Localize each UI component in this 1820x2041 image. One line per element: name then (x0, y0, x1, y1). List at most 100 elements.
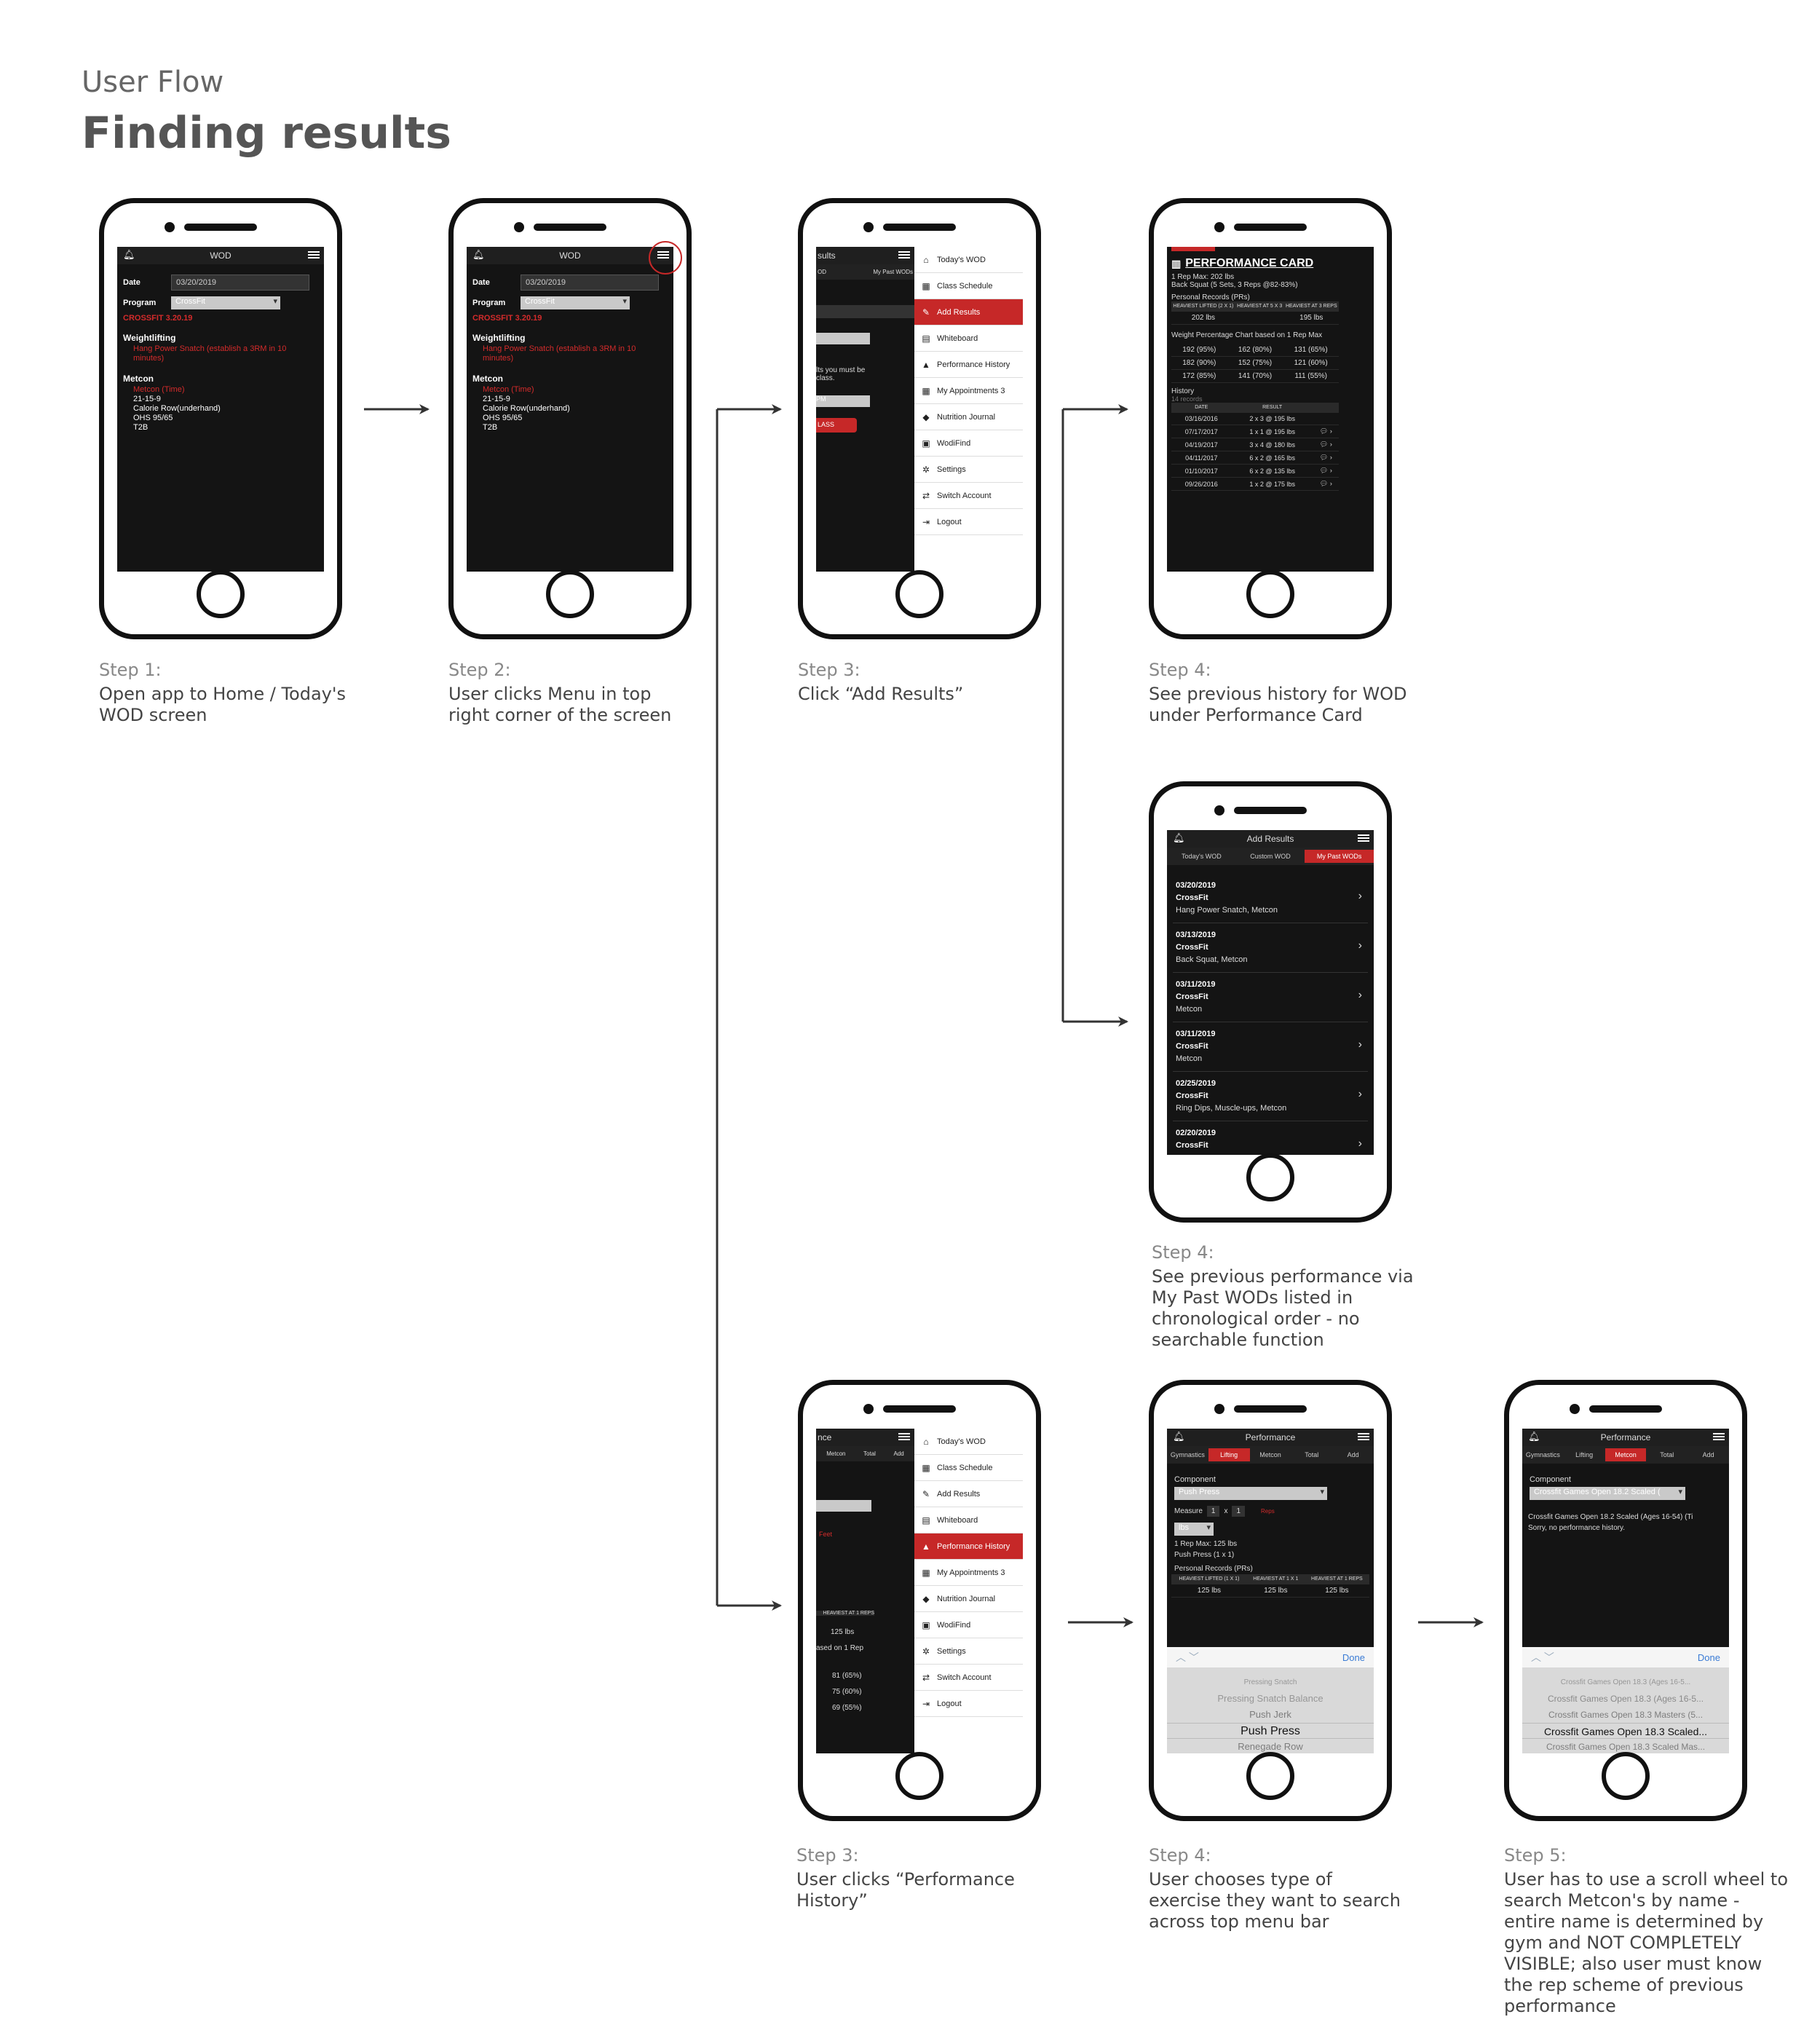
tab-gymnastics[interactable]: Gymnastics (1170, 1451, 1205, 1458)
picker-selected-option[interactable]: Push Press (1167, 1723, 1374, 1739)
menu-item-class-schedule[interactable]: ▦Class Schedule (914, 1455, 1023, 1481)
menu-item-todays-wod[interactable]: ⌂Today's WOD (914, 247, 1023, 273)
weightlifting-item[interactable]: Hang Power Snatch (establish a 3RM in 10… (483, 344, 636, 363)
picker-nav-icon[interactable]: ︿ ﹀ (1176, 1651, 1199, 1663)
menu-item-nutrition[interactable]: ◆Nutrition Journal (914, 404, 1023, 430)
picker-option[interactable]: Pressing Snatch Balance (1217, 1693, 1324, 1704)
menu-item-appointments[interactable]: ▦My Appointments 3 (914, 1560, 1023, 1586)
menu-item-nutrition[interactable]: ◆Nutrition Journal (914, 1586, 1023, 1612)
home-button[interactable] (1246, 570, 1294, 618)
done-button[interactable]: Done (1342, 1651, 1365, 1663)
bell-icon[interactable]: 🔔︎ (1528, 1431, 1540, 1442)
hamburger-icon[interactable] (898, 1432, 910, 1442)
picker-option[interactable]: Crossfit Games Open 18.3 (Ages 16-5... (1560, 1678, 1691, 1686)
tab-metcon[interactable]: Metcon (1605, 1448, 1647, 1461)
home-button[interactable] (1246, 1752, 1294, 1800)
menu-item-performance-history[interactable]: ▲Performance History (914, 352, 1023, 378)
menu-item-class-schedule[interactable]: ▦Class Schedule (914, 273, 1023, 299)
menu-item-settings[interactable]: ✲Settings (914, 1638, 1023, 1665)
hamburger-icon[interactable] (1358, 1432, 1369, 1442)
scroll-picker[interactable]: ︿ ﹀ Done Pressing Snatch Pressing Snatch … (1167, 1647, 1374, 1753)
metcon-item[interactable]: Metcon (Time) (483, 385, 534, 394)
hamburger-icon[interactable] (1358, 833, 1369, 843)
scroll-picker[interactable]: ︿ ﹀Done Crossfit Games Open 18.3 (Ages 1… (1522, 1647, 1729, 1753)
tab-add[interactable]: Add (1347, 1451, 1359, 1458)
comment-icon[interactable]: 💬︎ › (1313, 451, 1339, 465)
menu-item-performance-history[interactable]: ▲Performance History (914, 1533, 1023, 1560)
home-button[interactable] (546, 570, 594, 618)
menu-item-wodifind[interactable]: ▣WodiFind (914, 1612, 1023, 1638)
hamburger-icon[interactable] (898, 250, 910, 260)
tab-total[interactable]: Total (1660, 1451, 1674, 1458)
hamburger-icon[interactable] (1713, 1432, 1725, 1442)
tab-my-past-wods[interactable]: My Past WODs (1305, 850, 1374, 863)
program-select[interactable]: CrossFit (171, 296, 280, 309)
peek-tab[interactable]: Add (893, 1450, 904, 1457)
peek-select[interactable] (816, 1500, 871, 1512)
menu-item-settings[interactable]: ✲Settings (914, 457, 1023, 483)
peek-tab[interactable]: Total (863, 1450, 876, 1457)
menu-item-add-results[interactable]: ✎Add Results (914, 299, 1023, 325)
tab-add[interactable]: Add (1702, 1451, 1714, 1458)
weightlifting-item[interactable]: Hang Power Snatch (establish a 3RM in 10… (133, 344, 287, 363)
peek-tab[interactable]: My Past WODs (873, 269, 913, 275)
measure-input[interactable]: 1 (1206, 1506, 1220, 1517)
picker-selected-option[interactable]: Crossfit Games Open 18.3 Scaled... (1522, 1723, 1729, 1739)
menu-item-whiteboard[interactable]: ▤Whiteboard (914, 1507, 1023, 1533)
menu-item-appointments[interactable]: ▦My Appointments 3 (914, 378, 1023, 404)
picker-option[interactable]: Crossfit Games Open 18.3 Masters (5... (1548, 1710, 1704, 1720)
picker-nav-icon[interactable]: ︿ ﹀ (1531, 1651, 1554, 1663)
menu-item-switch-account[interactable]: ⇄Switch Account (914, 1665, 1023, 1691)
peek-pm[interactable]: PM (816, 395, 870, 407)
unit-select[interactable]: lbs (1174, 1523, 1214, 1536)
peek-tab[interactable]: OD (818, 269, 826, 275)
menu-item-logout[interactable]: ⇥Logout (914, 1691, 1023, 1717)
tab-total[interactable]: Total (1305, 1451, 1319, 1458)
home-button[interactable] (197, 570, 245, 618)
tab-lifting[interactable]: Lifting (1575, 1451, 1594, 1458)
bell-icon[interactable]: 🔔︎ (1173, 832, 1185, 843)
bell-icon[interactable]: 🔔︎ (123, 249, 135, 260)
peek-class-button[interactable]: LASS (816, 418, 857, 433)
menu-item-todays-wod[interactable]: ⌂Today's WOD (914, 1429, 1023, 1455)
peek-field[interactable] (816, 305, 914, 318)
peek-select[interactable] (816, 333, 870, 344)
home-button[interactable] (895, 570, 943, 618)
tab-lifting[interactable]: Lifting (1208, 1448, 1250, 1461)
menu-item-switch-account[interactable]: ⇄Switch Account (914, 483, 1023, 509)
comment-icon[interactable]: 💬︎ › (1313, 464, 1339, 478)
component-select[interactable]: Push Press (1174, 1487, 1327, 1500)
bell-icon[interactable]: 🔔︎ (1173, 1431, 1185, 1442)
date-field[interactable]: 03/20/2019 (521, 275, 659, 291)
measure-input[interactable]: 1 (1232, 1506, 1246, 1517)
picker-option[interactable]: Renegade Row (1238, 1741, 1303, 1752)
picker-option[interactable]: Push Jerk (1249, 1709, 1291, 1720)
menu-item-add-results[interactable]: ✎Add Results (914, 1481, 1023, 1507)
comment-icon[interactable]: 💬︎ › (1313, 425, 1339, 438)
menu-item-logout[interactable]: ⇥Logout (914, 509, 1023, 535)
tab-gymnastics[interactable]: Gymnastics (1525, 1451, 1560, 1458)
program-select[interactable]: CrossFit (521, 296, 630, 309)
picker-option[interactable]: Crossfit Games Open 18.3 (Ages 16-5... (1547, 1694, 1704, 1704)
comment-icon[interactable]: 💬︎ › (1313, 477, 1339, 491)
tab-metcon[interactable]: Metcon (1259, 1451, 1281, 1458)
picker-option[interactable]: Crossfit Games Open 18.3 Scaled Mas... (1546, 1742, 1706, 1752)
comment-icon[interactable]: 💬︎ › (1313, 438, 1339, 451)
peek-tab[interactable]: Metcon (826, 1450, 846, 1457)
picker-option[interactable]: Pressing Snatch (1243, 1678, 1297, 1686)
bell-icon[interactable]: 🔔︎ (472, 249, 485, 260)
menu-item-whiteboard[interactable]: ▤Whiteboard (914, 325, 1023, 352)
tab-custom-wod[interactable]: Custom WOD (1250, 853, 1291, 860)
